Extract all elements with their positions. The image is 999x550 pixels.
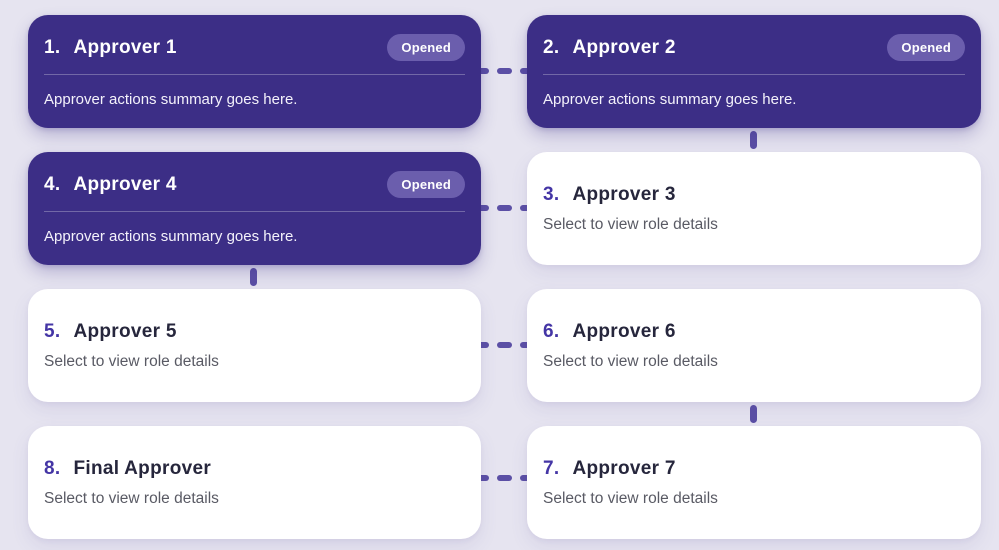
card-header: 1. Approver 1 Opened (44, 34, 465, 61)
card-header: 2. Approver 2 Opened (543, 34, 965, 61)
step-number: 2. (543, 36, 560, 58)
card-summary: Approver actions summary goes here. (44, 228, 298, 245)
card-title: 6. Approver 6 (543, 319, 965, 345)
card-subtitle: Select to view role details (543, 216, 718, 233)
card-subtitle: Select to view role details (44, 490, 219, 507)
step-name: Approver 5 (73, 321, 177, 342)
card-title: 4. Approver 4 (44, 172, 177, 198)
approver-card-4[interactable]: 4. Approver 4 Opened Approver actions sum… (28, 152, 481, 265)
step-name: Approver 1 (73, 36, 177, 58)
card-title: 8. Final Approver (44, 456, 465, 482)
step-number: 7. (543, 458, 560, 479)
header-divider (44, 211, 465, 212)
step-number: 5. (44, 321, 61, 342)
step-number: 6. (543, 321, 560, 342)
card-header: 4. Approver 4 Opened (44, 171, 465, 198)
status-badge: Opened (387, 171, 465, 198)
card-subtitle: Select to view role details (44, 353, 219, 370)
step-name: Approver 3 (572, 184, 676, 205)
card-subtitle: Select to view role details (543, 353, 718, 370)
card-title: 5. Approver 5 (44, 319, 465, 345)
step-name: Approver 2 (572, 36, 676, 58)
card-title: 1. Approver 1 (44, 35, 177, 61)
header-divider (543, 74, 965, 75)
step-number: 4. (44, 173, 61, 195)
connector-step4-step5 (250, 268, 257, 286)
approver-card-5[interactable]: 5. Approver 5 Select to view role details (28, 289, 481, 402)
status-badge: Opened (887, 34, 965, 61)
card-title: 7. Approver 7 (543, 456, 965, 482)
card-summary: Approver actions summary goes here. (543, 91, 797, 108)
step-name: Final Approver (73, 458, 212, 479)
approver-card-3[interactable]: 3. Approver 3 Select to view role details (527, 152, 981, 265)
header-divider (44, 74, 465, 75)
card-subtitle: Select to view role details (543, 490, 718, 507)
step-number: 3. (543, 184, 560, 205)
connector-step6-step7 (750, 405, 757, 423)
approver-card-7[interactable]: 7. Approver 7 Select to view role details (527, 426, 981, 539)
status-badge: Opened (387, 34, 465, 61)
approver-card-final[interactable]: 8. Final Approver Select to view role det… (28, 426, 481, 539)
approver-card-6[interactable]: 6. Approver 6 Select to view role details (527, 289, 981, 402)
step-number: 8. (44, 458, 61, 479)
connector-step2-step3 (750, 131, 757, 149)
step-name: Approver 7 (572, 458, 676, 479)
card-title: 3. Approver 3 (543, 182, 965, 208)
step-name: Approver 4 (73, 173, 177, 195)
step-name: Approver 6 (572, 321, 676, 342)
card-title: 2. Approver 2 (543, 35, 676, 61)
card-summary: Approver actions summary goes here. (44, 91, 298, 108)
step-number: 1. (44, 36, 61, 58)
approver-card-2[interactable]: 2. Approver 2 Opened Approver actions sum… (527, 15, 981, 128)
approver-card-1[interactable]: 1. Approver 1 Opened Approver actions sum… (28, 15, 481, 128)
